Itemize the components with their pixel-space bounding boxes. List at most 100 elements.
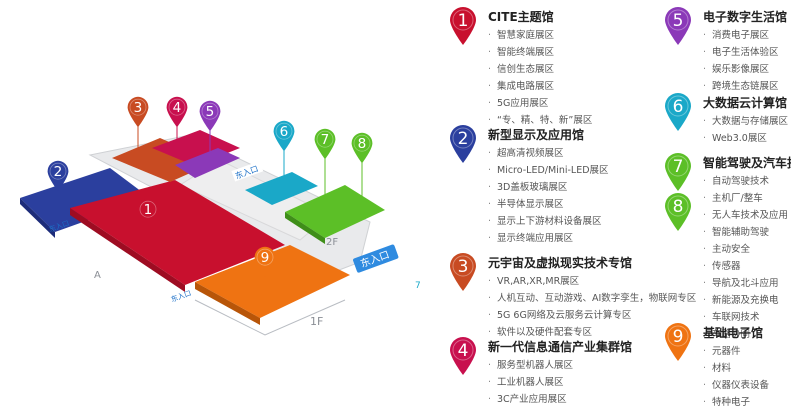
hall-6-items: 大数据与存储展区Web3.0展区 (703, 113, 788, 147)
hall-1-side (70, 208, 185, 292)
list-item: 服务型机器人展区 (488, 357, 573, 374)
list-item: 主机厂/整车 (703, 190, 788, 207)
svg-text:9: 9 (673, 327, 684, 347)
list-item: 导航及北斗应用 (703, 275, 788, 292)
list-item: 集成电路展区 (488, 78, 592, 95)
list-item: 电子生活体验区 (703, 44, 779, 61)
map-pin-7-icon: 7 (663, 152, 693, 192)
list-item: 消费电子展区 (703, 27, 779, 44)
hall-9-block (195, 245, 350, 318)
svg-text:6: 6 (280, 124, 289, 140)
map-pin-3-icon: 3 (448, 252, 478, 292)
hall-4-title: 新一代信息通信产业集群馆 (488, 340, 633, 354)
map-pin-5-icon[interactable]: 5 (199, 100, 221, 132)
map-pin-4-icon: 4 (448, 336, 478, 376)
list-item: 3D盖板玻璃展区 (488, 179, 609, 196)
list-item: 智能终端展区 (488, 44, 592, 61)
map-pin-9-icon: 9 (663, 322, 693, 362)
hall-7-items: 自动驾驶技术主机厂/整车无人车技术及应用智能辅助驾驶主动安全传感器导航及北斗应用… (703, 173, 788, 343)
hall-5-title: 电子数字生活馆 (703, 10, 788, 24)
svg-text:3: 3 (134, 100, 143, 116)
map-pin-2-icon[interactable]: 2 (47, 160, 69, 192)
svg-text:7: 7 (321, 132, 330, 148)
floor-2f-label: 2F (326, 237, 338, 248)
list-item: 显示终端应用展区 (488, 230, 609, 247)
hall-6-title: 大数据云计算馆 (703, 96, 788, 110)
map-pin-5-icon: 5 (663, 6, 693, 46)
hall-6-block (245, 172, 318, 205)
hall-2-block (20, 168, 150, 232)
entrance-tag-3: 东入口 (170, 288, 193, 304)
floor-1f-label: 1F (310, 315, 323, 328)
hall-1-block (70, 180, 285, 285)
map-pin-1-icon[interactable]: 1 (137, 198, 159, 230)
list-item: 大数据与存储展区 (703, 113, 788, 130)
map-pin-3-icon[interactable]: 3 (127, 96, 149, 128)
list-item: 跨境生态链展区 (703, 78, 779, 95)
hall-78-block (285, 185, 385, 238)
hall-1-items: 智慧家庭展区智能终端展区信创生态展区集成电路展区5G应用展区“专、精、特、新”展… (488, 27, 592, 129)
hall-4-block (152, 130, 240, 166)
svg-text:东入口: 东入口 (170, 288, 193, 304)
map-pin-8-icon: 8 (663, 192, 693, 232)
list-item: 人机互动、互动游戏、AI数字孪生，物联网专区 (488, 290, 696, 307)
hall-4-items: 服务型机器人展区工业机器人展区3C产业应用展区 (488, 357, 573, 408)
svg-text:5: 5 (673, 11, 684, 31)
floor-1f-outline (194, 299, 346, 336)
svg-text:1: 1 (144, 202, 153, 218)
hall-3-title: 元宇宙及虚拟现实技术专馆 (488, 256, 633, 270)
hall-2-title: 新型显示及应用馆 (488, 128, 585, 142)
map-pin-6-icon[interactable]: 6 (273, 120, 295, 152)
map-pin-6-icon: 6 (663, 92, 693, 132)
svg-text:8: 8 (358, 136, 367, 152)
svg-text:9: 9 (261, 250, 270, 266)
list-item: 工业机器人展区 (488, 374, 573, 391)
hall-7-title: 智能驾驶及汽车技术 (703, 156, 791, 170)
label-7: 7 (415, 281, 421, 291)
list-item: 超高清视频展区 (488, 145, 609, 162)
list-item: 特种电子 (703, 394, 769, 411)
list-item: 主动安全 (703, 241, 788, 258)
list-item: 显示上下游材料设备展区 (488, 213, 609, 230)
list-item: 仪器仪表设备 (703, 377, 769, 394)
hall-5-block (175, 148, 240, 178)
list-item: 智能辅助驾驶 (703, 224, 788, 241)
svg-text:6: 6 (673, 97, 684, 117)
svg-text:4: 4 (458, 341, 469, 361)
svg-text:2: 2 (458, 129, 469, 149)
map-pin-8-icon[interactable]: 8 (351, 132, 373, 164)
list-item: 娱乐影像展区 (703, 61, 779, 78)
hall-9-side (195, 282, 260, 325)
hall-9-title: 基础电子馆 (703, 326, 764, 340)
list-item: Micro-LED/Mini-LED展区 (488, 162, 609, 179)
svg-text:8: 8 (673, 197, 684, 217)
list-item: 半导体显示展区 (488, 196, 609, 213)
list-item: 车联网技术 (703, 309, 788, 326)
list-item: 元器件 (703, 343, 769, 360)
map-pin-9-icon[interactable]: 9 (254, 246, 276, 278)
list-item: 智慧家庭展区 (488, 27, 592, 44)
list-item: 5G 6G网络及云服务云计算专区 (488, 307, 696, 324)
list-item: 新能源及充换电 (703, 292, 788, 309)
list-item: “专、精、特、新”展区 (488, 112, 592, 129)
map-pin-1-icon: 1 (448, 6, 478, 46)
hall-5-items: 消费电子展区电子生活体验区娱乐影像展区跨境生态链展区 (703, 27, 779, 95)
hall-9-items: 元器件材料仪器仪表设备特种电子 (703, 343, 769, 411)
hall-2-items: 超高清视频展区Micro-LED/Mini-LED展区3D盖板玻璃展区半导体显示… (488, 145, 609, 247)
list-item: 材料 (703, 360, 769, 377)
list-item: 自动驾驶技术 (703, 173, 788, 190)
map-pin-2-icon: 2 (448, 124, 478, 164)
hall-3-items: VR,AR,XR,MR展区人机互动、互动游戏、AI数字孪生，物联网专区5G 6G… (488, 273, 696, 341)
list-item: 车路协同 (703, 326, 788, 343)
svg-text:4: 4 (173, 100, 182, 116)
map-pin-7-icon[interactable]: 7 (314, 128, 336, 160)
label-a: A (94, 270, 101, 281)
list-item: Web3.0展区 (703, 130, 788, 147)
list-item: VR,AR,XR,MR展区 (488, 273, 696, 290)
hall-78-side (285, 212, 325, 244)
map-pin-4-icon[interactable]: 4 (166, 96, 188, 128)
hall-1-title: CITE主题馆 (488, 10, 554, 24)
svg-text:2: 2 (54, 164, 63, 180)
list-item: 5G应用展区 (488, 95, 592, 112)
